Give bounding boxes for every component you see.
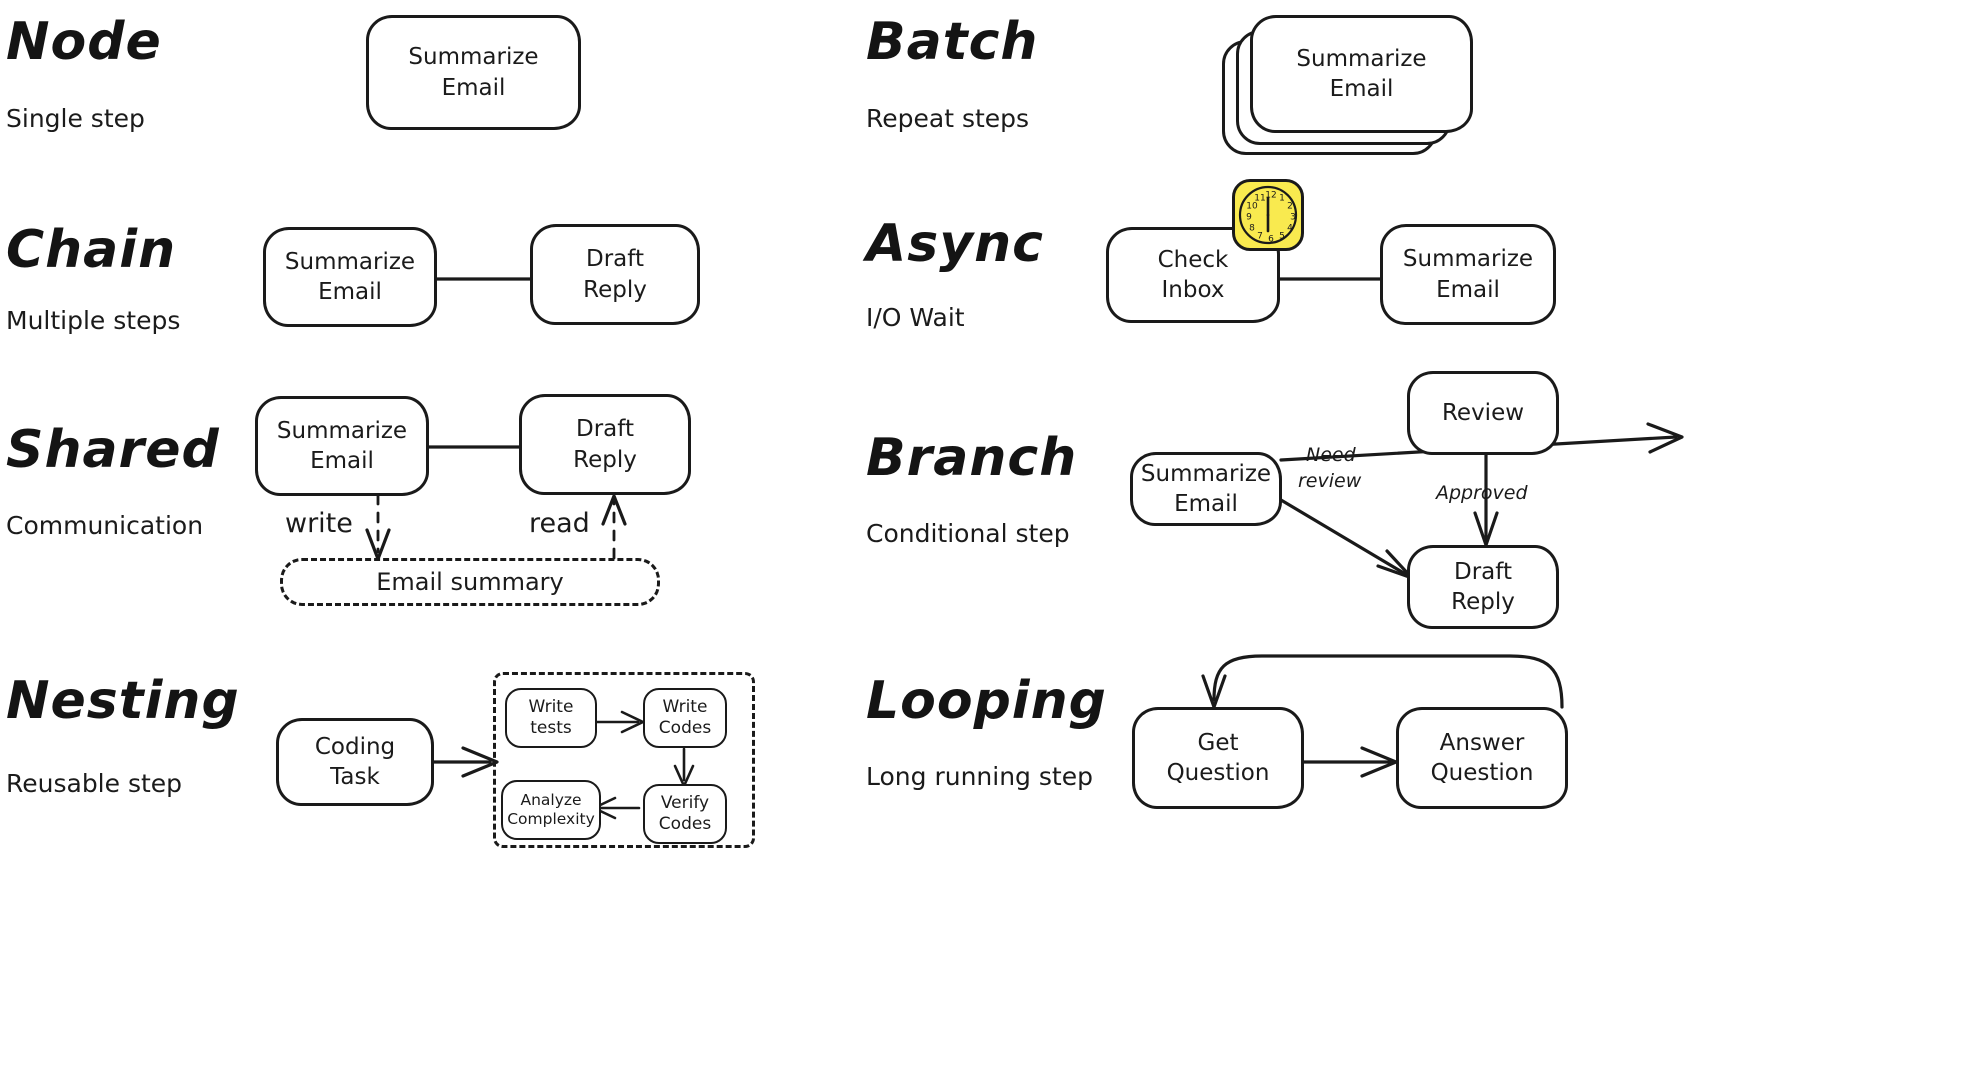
- branch-node-summarize-email[interactable]: Summarize Email: [1130, 452, 1282, 526]
- nesting-node-coding-task[interactable]: Coding Task: [276, 718, 434, 806]
- clock-face: [1238, 185, 1298, 245]
- branch-node-draft-reply[interactable]: Draft Reply: [1407, 545, 1559, 629]
- pattern-subtitle-node: Single step: [6, 104, 145, 133]
- pattern-title-batch: Batch: [866, 12, 1039, 72]
- branch-edge-need-review-arrowhead: [1646, 422, 1684, 454]
- branch-edge-approved-arrowhead: [1473, 511, 1499, 547]
- chain-node-summarize-email[interactable]: Summarize Email: [263, 227, 437, 327]
- clock-numeral-5: 5: [1279, 231, 1285, 242]
- branch-edge-label-need: Need: [1306, 444, 1356, 466]
- branch-edge-label-review: review: [1298, 470, 1362, 492]
- batch-node-summarize-email[interactable]: Summarize Email: [1250, 15, 1473, 133]
- pattern-title-looping: Looping: [866, 671, 1107, 731]
- looping-edge-back-line: [1212, 654, 1564, 709]
- pattern-title-shared: Shared: [6, 420, 220, 480]
- pattern-subtitle-chain: Multiple steps: [6, 306, 181, 335]
- branch-edge-direct-line: [1279, 498, 1409, 577]
- branch-node-review[interactable]: Review: [1407, 371, 1559, 455]
- clock-icon: 12 1 2 3 4 5 6 7 8 9 10 11: [1232, 179, 1304, 251]
- clock-numeral-9: 9: [1246, 212, 1252, 223]
- pattern-subtitle-looping: Long running step: [866, 762, 1093, 791]
- clock-numeral-2: 2: [1287, 201, 1293, 212]
- looping-node-answer-question[interactable]: Answer Question: [1396, 707, 1568, 809]
- pattern-subtitle-nesting: Reusable step: [6, 769, 183, 798]
- shared-read-arrowhead: [601, 494, 627, 526]
- nesting-subnode-verify-codes[interactable]: Verify Codes: [643, 784, 727, 844]
- looping-node-get-question[interactable]: Get Question: [1132, 707, 1304, 809]
- pattern-subtitle-async: I/O Wait: [866, 303, 965, 332]
- shared-edge-label-write: write: [285, 508, 353, 539]
- nesting-subflow-container[interactable]: [493, 672, 755, 848]
- pattern-title-nesting: Nesting: [6, 671, 240, 731]
- branch-edge-label-approved: Approved: [1436, 482, 1528, 504]
- nesting-subnode-write-codes[interactable]: Write Codes: [643, 688, 727, 748]
- pattern-title-node: Node: [6, 12, 162, 72]
- shared-node-summarize-email[interactable]: Summarize Email: [255, 396, 429, 496]
- pattern-subtitle-batch: Repeat steps: [866, 104, 1030, 133]
- clock-numeral-12: 12: [1265, 190, 1277, 201]
- async-node-summarize-email[interactable]: Summarize Email: [1380, 224, 1556, 325]
- pattern-title-chain: Chain: [6, 220, 177, 280]
- nesting-subnode-write-tests[interactable]: Write tests: [505, 688, 597, 748]
- pattern-subtitle-shared: Communication: [6, 511, 204, 540]
- pattern-subtitle-branch: Conditional step: [866, 519, 1070, 548]
- shared-edge-label-read: read: [529, 508, 590, 539]
- clock-numeral-10: 10: [1246, 201, 1258, 212]
- clock-numeral-11: 11: [1254, 193, 1266, 204]
- clock-numeral-8: 8: [1249, 223, 1255, 234]
- chain-node-draft-reply[interactable]: Draft Reply: [530, 224, 700, 325]
- looping-edge-forward-arrowhead: [1360, 746, 1398, 778]
- nesting-subnode-analyze-complexity[interactable]: Analyze Complexity: [501, 780, 601, 840]
- clock-numeral-7: 7: [1257, 231, 1263, 242]
- pattern-title-async: Async: [866, 214, 1044, 274]
- pattern-title-branch: Branch: [866, 428, 1078, 488]
- shared-store-email-summary[interactable]: Email summary: [280, 558, 660, 606]
- node-summarize-email[interactable]: Summarize Email: [366, 15, 581, 130]
- clock-numeral-1: 1: [1279, 193, 1285, 204]
- looping-edge-back-arrowhead: [1201, 674, 1227, 709]
- clock-numeral-6: 6: [1268, 234, 1274, 245]
- clock-numeral-3: 3: [1290, 212, 1296, 223]
- nesting-edge-arrowhead: [461, 746, 499, 778]
- shared-write-arrowhead: [365, 528, 391, 561]
- shared-node-draft-reply[interactable]: Draft Reply: [519, 394, 691, 495]
- clock-numeral-4: 4: [1287, 223, 1293, 234]
